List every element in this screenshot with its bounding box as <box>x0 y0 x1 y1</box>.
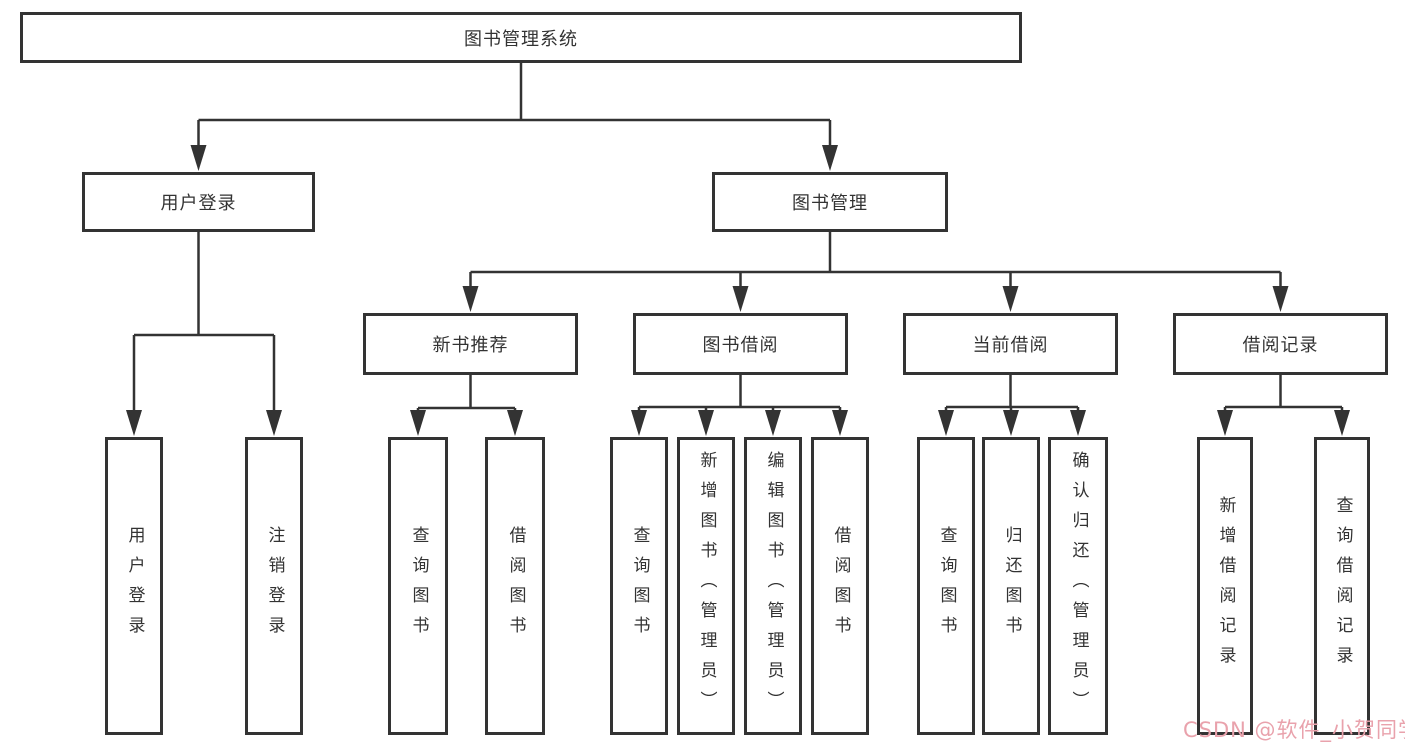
leaf-cur-confirm-return-admin-label: 确认归还（管理员） <box>1068 451 1089 721</box>
leaf-bor-add-books-admin-label: 新增图书（管理员） <box>696 451 717 721</box>
leaf-cur-return-books: 归还图书 <box>982 437 1040 735</box>
node-root-system: 图书管理系统 <box>20 12 1022 63</box>
leaf-bor-borrow-books: 借阅图书 <box>811 437 869 735</box>
connector-borrowing-to-leaves <box>637 375 842 414</box>
leaf-user-login: 用户登录 <box>105 437 163 735</box>
connector-records-to-leaves <box>1223 375 1344 414</box>
node-root-system-label: 图书管理系统 <box>464 28 578 50</box>
node-book-borrowing-label: 图书借阅 <box>702 335 779 356</box>
node-new-book-recommend: 新书推荐 <box>363 313 578 375</box>
leaf-recd-query-record-label: 查询借阅记录 <box>1332 496 1353 676</box>
leaf-rec-borrow-books-label: 借阅图书 <box>505 526 526 646</box>
node-book-management-label: 图书管理 <box>792 193 868 214</box>
node-user-login: 用户登录 <box>82 172 315 232</box>
leaf-cur-query-books-label: 查询图书 <box>936 526 957 646</box>
connector-new-rec-to-leaves <box>416 375 517 414</box>
csdn-watermark: CSDN @软件_小贺同学 <box>1183 718 1405 742</box>
node-book-management: 图书管理 <box>712 172 948 232</box>
leaf-recd-add-record-label: 新增借阅记录 <box>1215 496 1236 676</box>
leaf-cur-confirm-return-admin: 确认归还（管理员） <box>1048 437 1108 735</box>
node-current-borrowing-label: 当前借阅 <box>972 335 1049 356</box>
node-new-book-recommend-label: 新书推荐 <box>432 335 509 356</box>
leaf-logout-label: 注销登录 <box>264 526 285 646</box>
leaf-bor-borrow-books-label: 借阅图书 <box>830 526 851 646</box>
leaf-logout: 注销登录 <box>245 437 303 735</box>
leaf-cur-return-books-label: 归还图书 <box>1001 526 1022 646</box>
leaf-rec-query-books: 查询图书 <box>388 437 448 735</box>
leaf-recd-add-record: 新增借阅记录 <box>1197 437 1253 735</box>
node-user-login-label: 用户登录 <box>160 193 237 214</box>
node-borrowing-records-label: 借阅记录 <box>1242 335 1319 356</box>
leaf-bor-add-books-admin: 新增图书（管理员） <box>677 437 735 735</box>
leaf-bor-query-books: 查询图书 <box>610 437 668 735</box>
leaf-recd-query-record: 查询借阅记录 <box>1314 437 1370 735</box>
connector-user-login-to-leaves <box>132 232 276 414</box>
connector-current-to-leaves <box>944 375 1080 414</box>
connector-root-to-level2 <box>197 63 832 150</box>
connector-book-mgmt-to-level3 <box>469 232 1282 290</box>
leaf-rec-borrow-books: 借阅图书 <box>485 437 545 735</box>
leaf-user-login-label: 用户登录 <box>124 526 145 646</box>
leaf-bor-query-books-label: 查询图书 <box>629 526 650 646</box>
node-current-borrowing: 当前借阅 <box>903 313 1118 375</box>
node-borrowing-records: 借阅记录 <box>1173 313 1388 375</box>
leaf-cur-query-books: 查询图书 <box>917 437 975 735</box>
node-book-borrowing: 图书借阅 <box>633 313 848 375</box>
leaf-bor-edit-books-admin-label: 编辑图书（管理员） <box>763 451 784 721</box>
leaf-rec-query-books-label: 查询图书 <box>408 526 429 646</box>
leaf-bor-edit-books-admin: 编辑图书（管理员） <box>744 437 802 735</box>
